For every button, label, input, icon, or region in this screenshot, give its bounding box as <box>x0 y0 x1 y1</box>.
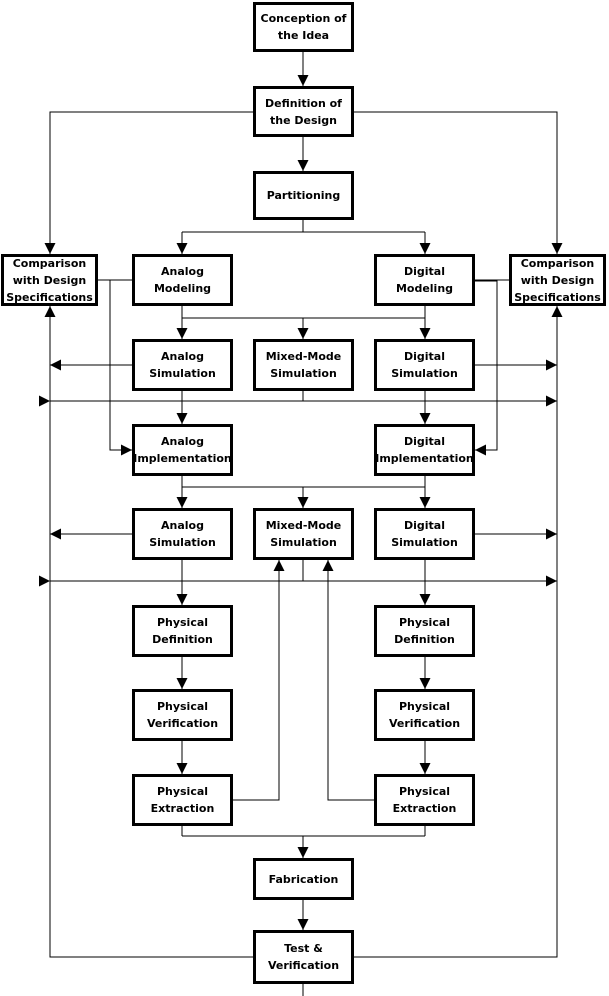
analog-simulation-1-box: Analog Simulation <box>132 339 233 391</box>
mixed-mode-simulation-2-box: Mixed-Mode Simulation <box>253 508 354 560</box>
mixed-mode-simulation-2-label: Mixed-Mode Simulation <box>265 519 342 549</box>
analog-modeling-label: Analog Modeling <box>153 265 212 295</box>
physical-definition-left-label: Physical Definition <box>152 616 213 646</box>
connector-42 <box>322 560 374 801</box>
analog-simulation-2-box: Analog Simulation <box>132 508 233 560</box>
connector-4 <box>354 111 563 254</box>
physical-extraction-right-box: Physical Extraction <box>374 774 475 826</box>
definition-box: Definition of the Design <box>253 86 354 137</box>
definition-label: Definition of the Design <box>265 96 342 127</box>
physical-verification-right-label: Physical Verification <box>388 700 461 730</box>
digital-simulation-1-label: Digital Simulation <box>391 350 458 380</box>
mixed-mode-simulation-1-box: Mixed-Mode Simulation <box>253 339 354 391</box>
connector-49 <box>44 306 253 958</box>
physical-extraction-left-label: Physical Extraction <box>150 785 215 815</box>
conception-box: Conception of the Idea <box>253 2 354 52</box>
digital-simulation-1-box: Digital Simulation <box>374 339 475 391</box>
connector-41 <box>233 560 285 801</box>
analog-modeling-box: Analog Modeling <box>132 254 233 306</box>
fabrication-label: Fabrication <box>268 872 339 886</box>
connector-50 <box>354 306 563 958</box>
partitioning-label: Partitioning <box>266 189 341 202</box>
physical-definition-right-label: Physical Definition <box>394 616 455 646</box>
connector-17 <box>109 280 132 456</box>
physical-extraction-right-label: Physical Extraction <box>392 785 457 815</box>
digital-simulation-2-label: Digital Simulation <box>391 519 458 549</box>
comparison-left-box: Comparison with Design Specifications <box>1 254 98 306</box>
test-verification-box: Test & Verification <box>253 930 354 984</box>
physical-definition-right-box: Physical Definition <box>374 605 475 657</box>
physical-verification-left-box: Physical Verification <box>132 689 233 741</box>
analog-implementation-box: Analog Implementation <box>132 424 233 476</box>
digital-modeling-label: Digital Modeling <box>395 265 454 295</box>
comparison-right-label: Comparison with Design Specifications <box>514 256 601 304</box>
physical-extraction-left-box: Physical Extraction <box>132 774 233 826</box>
digital-implementation-box: Digital Implementation <box>374 424 475 476</box>
physical-definition-left-box: Physical Definition <box>132 605 233 657</box>
fabrication-box: Fabrication <box>253 858 354 900</box>
partitioning-box: Partitioning <box>253 171 354 220</box>
test-verification-label: Test & Verification <box>267 942 340 972</box>
physical-verification-right-box: Physical Verification <box>374 689 475 741</box>
comparison-left-label: Comparison with Design Specifications <box>6 256 93 304</box>
connector-3 <box>44 111 253 254</box>
digital-simulation-2-box: Digital Simulation <box>374 508 475 560</box>
digital-modeling-box: Digital Modeling <box>374 254 475 306</box>
conception-label: Conception of the Idea <box>260 12 347 42</box>
comparison-right-box: Comparison with Design Specifications <box>509 254 606 306</box>
analog-implementation-label: Analog Implementation <box>133 435 232 465</box>
analog-simulation-2-label: Analog Simulation <box>149 519 216 549</box>
mixed-mode-simulation-1-label: Mixed-Mode Simulation <box>265 350 342 380</box>
analog-simulation-1-label: Analog Simulation <box>149 350 216 380</box>
digital-implementation-label: Digital Implementation <box>375 435 474 465</box>
physical-verification-left-label: Physical Verification <box>146 700 219 730</box>
